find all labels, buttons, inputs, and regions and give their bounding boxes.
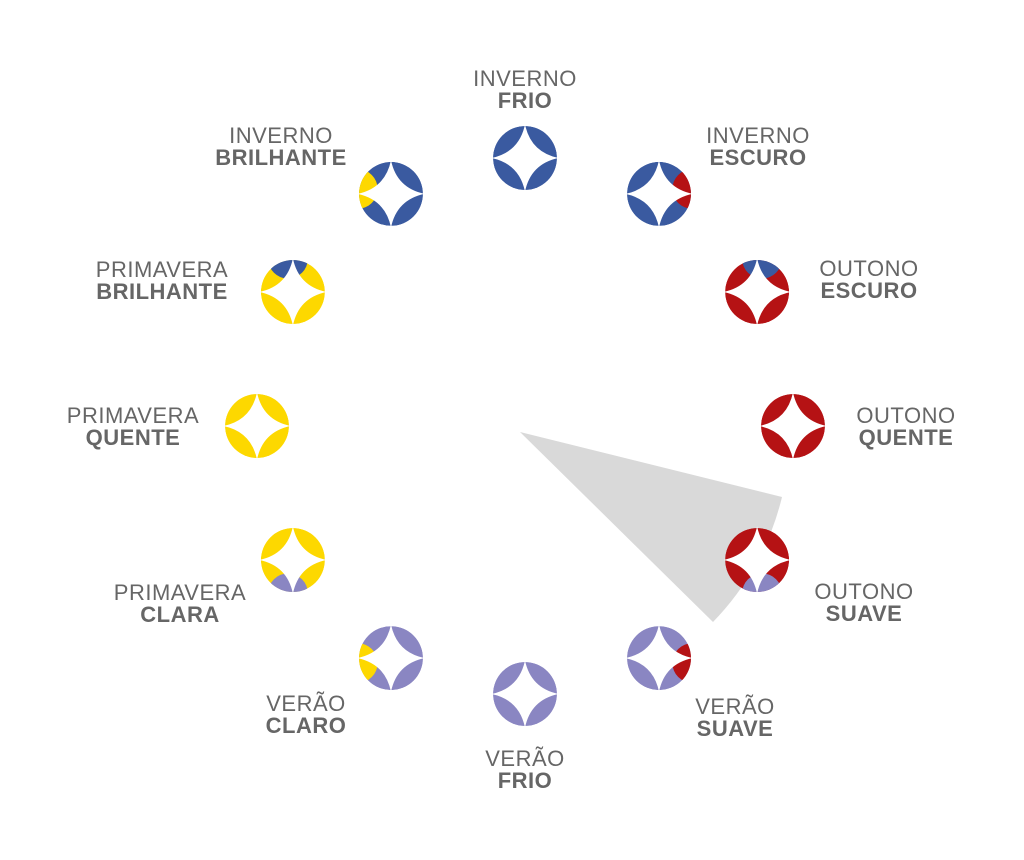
star-icon xyxy=(491,124,559,192)
season-name: PRIMAVERA xyxy=(114,580,246,605)
season-subtype: BRILHANTE xyxy=(215,145,347,170)
selection-pointer xyxy=(520,432,782,622)
season-name: PRIMAVERA xyxy=(96,257,228,282)
season-subtype: CLARA xyxy=(140,602,220,627)
season-name: INVERNO xyxy=(473,66,577,91)
season-subtype: SUAVE xyxy=(697,716,774,741)
season-name: OUTONO xyxy=(819,256,918,281)
season-name: VERÃO xyxy=(695,694,775,719)
season-subtype: BRILHANTE xyxy=(96,279,228,304)
star-icon xyxy=(759,392,827,460)
star-icon xyxy=(357,624,425,692)
season-subtype: SUAVE xyxy=(826,601,903,626)
season-name: VERÃO xyxy=(266,691,346,716)
season-name: INVERNO xyxy=(229,123,333,148)
star-icon xyxy=(223,392,291,460)
season-subtype: QUENTE xyxy=(86,425,181,450)
season-name: INVERNO xyxy=(706,123,810,148)
season-name: OUTONO xyxy=(814,579,913,604)
star-icon xyxy=(625,160,693,228)
season-segments: INVERNOFRIOINVERNOESCUROOUTONOESCUROOUTO… xyxy=(67,66,955,793)
star-icon xyxy=(259,258,327,326)
star-icon xyxy=(723,258,791,326)
season-subtype: FRIO xyxy=(498,768,553,793)
season-subtype: QUENTE xyxy=(859,425,954,450)
season-subtype: ESCURO xyxy=(709,145,806,170)
season-name: VERÃO xyxy=(485,746,565,771)
season-subtype: CLARO xyxy=(266,713,347,738)
star-icon xyxy=(723,526,791,594)
season-subtype: ESCURO xyxy=(820,278,917,303)
star-icon xyxy=(491,660,559,728)
star-icon xyxy=(357,160,425,228)
star-icon xyxy=(259,526,327,594)
season-name: PRIMAVERA xyxy=(67,403,199,428)
star-icon xyxy=(625,624,693,692)
season-name: OUTONO xyxy=(856,403,955,428)
season-subtype: FRIO xyxy=(498,88,553,113)
